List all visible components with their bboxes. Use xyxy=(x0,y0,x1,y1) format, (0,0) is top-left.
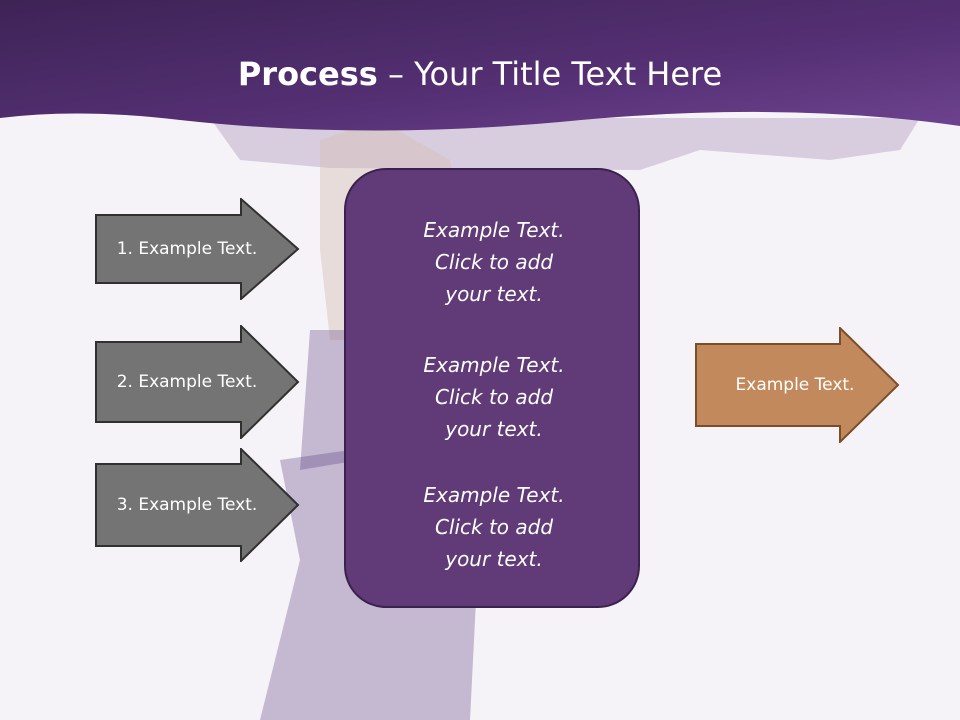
input-arrow-label: 2. Example Text. xyxy=(116,372,258,392)
process-item-line: Click to add xyxy=(434,515,554,539)
input-arrow-label: 1. Example Text. xyxy=(116,239,258,259)
process-box: Example Text. Click to add your text. Ex… xyxy=(344,168,640,608)
process-item-2: Example Text. Click to add your text. xyxy=(346,349,642,445)
figure-arms xyxy=(210,118,920,170)
process-item-line: Click to add xyxy=(434,250,554,274)
arrow-right-icon xyxy=(95,325,300,439)
output-arrow-label: Example Text. xyxy=(735,375,855,395)
arrow-right-icon xyxy=(95,198,300,300)
input-arrow-3: 3. Example Text. xyxy=(95,448,300,562)
process-item-line: Example Text. xyxy=(423,353,565,377)
arrow-right-icon xyxy=(695,327,900,443)
process-item-3: Example Text. Click to add your text. xyxy=(346,479,642,575)
input-arrow-2: 2. Example Text. xyxy=(95,325,300,439)
process-item-1: Example Text. Click to add your text. xyxy=(346,214,642,310)
process-item-line: Click to add xyxy=(434,385,554,409)
input-arrow-label: 3. Example Text. xyxy=(116,495,258,515)
process-item-line: your text. xyxy=(445,282,543,306)
process-item-line: Example Text. xyxy=(423,483,565,507)
input-arrow-1: 1. Example Text. xyxy=(95,198,300,300)
process-item-line: Example Text. xyxy=(423,218,565,242)
title-rest: – Your Title Text Here xyxy=(377,55,723,93)
process-item-line: your text. xyxy=(445,417,543,441)
output-arrow: Example Text. xyxy=(695,327,900,443)
header-band xyxy=(0,0,960,131)
title-bold: Process xyxy=(237,55,378,93)
arrow-right-icon xyxy=(95,448,300,562)
page-title: Process – Your Title Text Here xyxy=(0,52,960,96)
process-item-line: your text. xyxy=(445,547,543,571)
